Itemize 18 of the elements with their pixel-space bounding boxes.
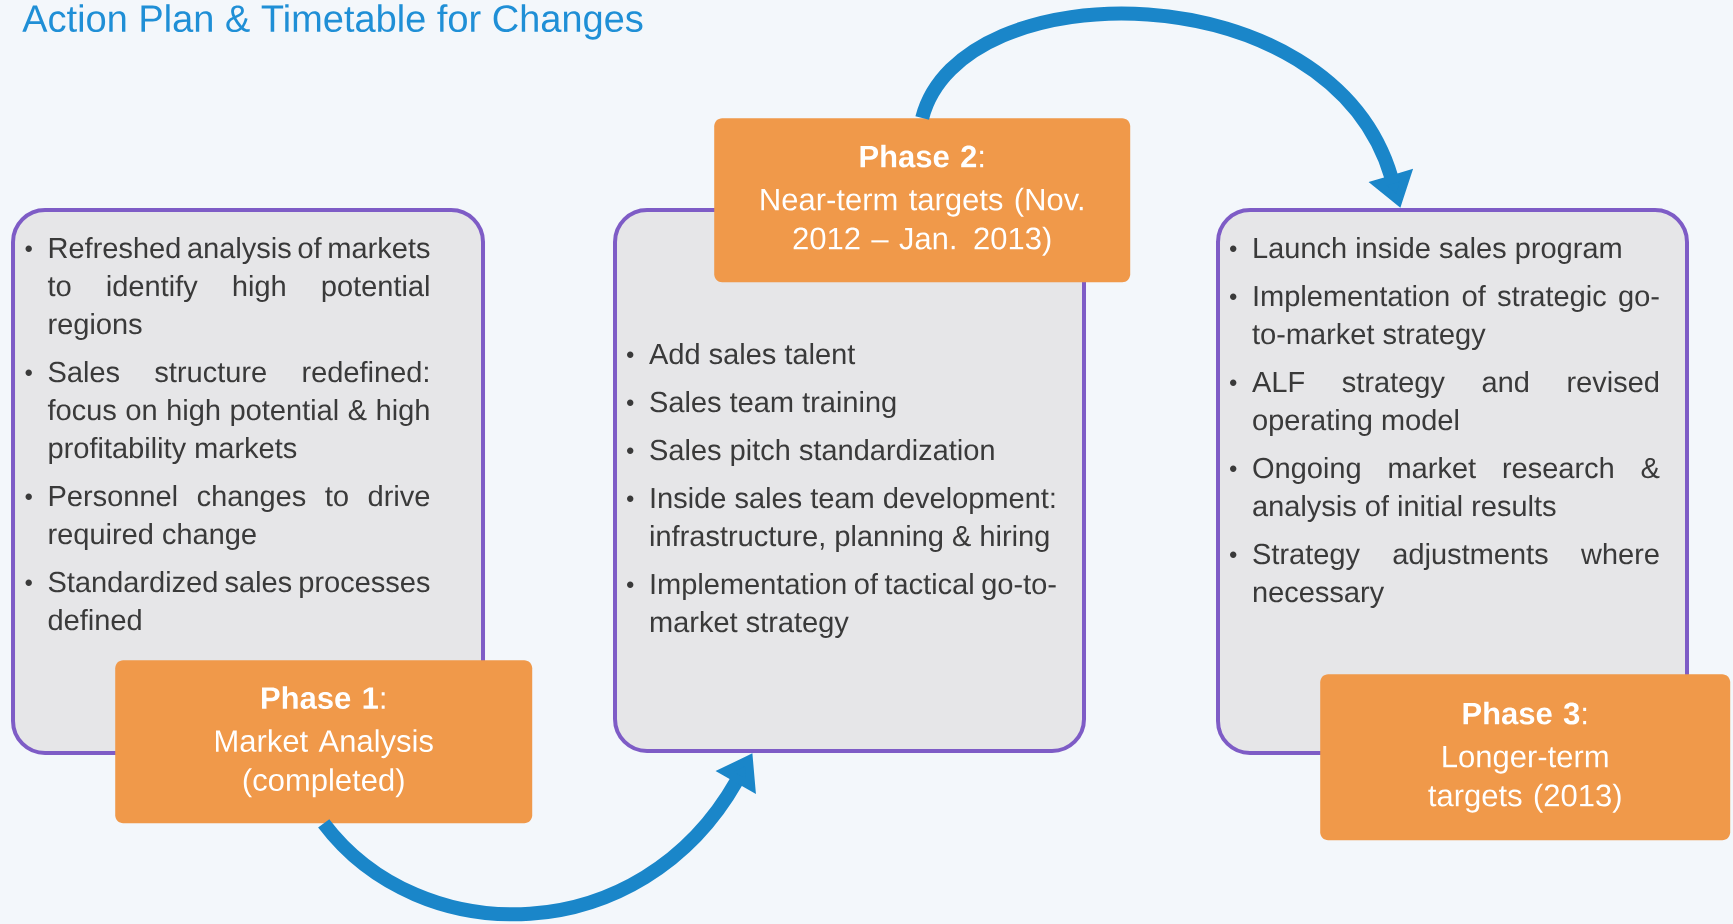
bullet-item: Ongoing market research & analysis of initial results [1230,457,1660,523]
bullet-item: Standardized sales processes defined [25,571,430,631]
bullet-item: Sales team training [627,391,896,419]
bullet-item: Add sales talent [627,343,856,365]
phase-label-box: Phase 1: Market Analysis (completed) [115,660,533,824]
bullet-item: Implementation of tactical go-to-market strategy [627,573,1056,639]
bullet-item: ALF strategy and revised operating model [1230,371,1659,437]
bullet-item: Sales pitch standardization [627,439,994,467]
bullet-item: Strategy adjustments where necessary [1230,543,1659,609]
bullet-item: Launch inside sales program [1230,237,1621,265]
bullet-item: Personnel changes to drive required change [25,485,430,551]
bullet-item: Inside sales team development: infrastructure, planning & hiring [627,487,1055,553]
phase-label-box: Phase 3: Longer-term targets (2013) [1320,674,1731,841]
phase-label-box: Phase 2: Near-term targets (Nov. 2012 – Jan. 2013) [714,118,1131,283]
bullet-item: Implementation of strategic go-to-market strategy [1230,285,1659,351]
bullet-item: Sales structure redefined: focus on high potential & high profitability markets [25,361,429,465]
title: Action Plan & Timetable for Changes [22,4,643,40]
bullet-item: Refreshed analysis of markets to identify high potential regions [25,237,430,341]
